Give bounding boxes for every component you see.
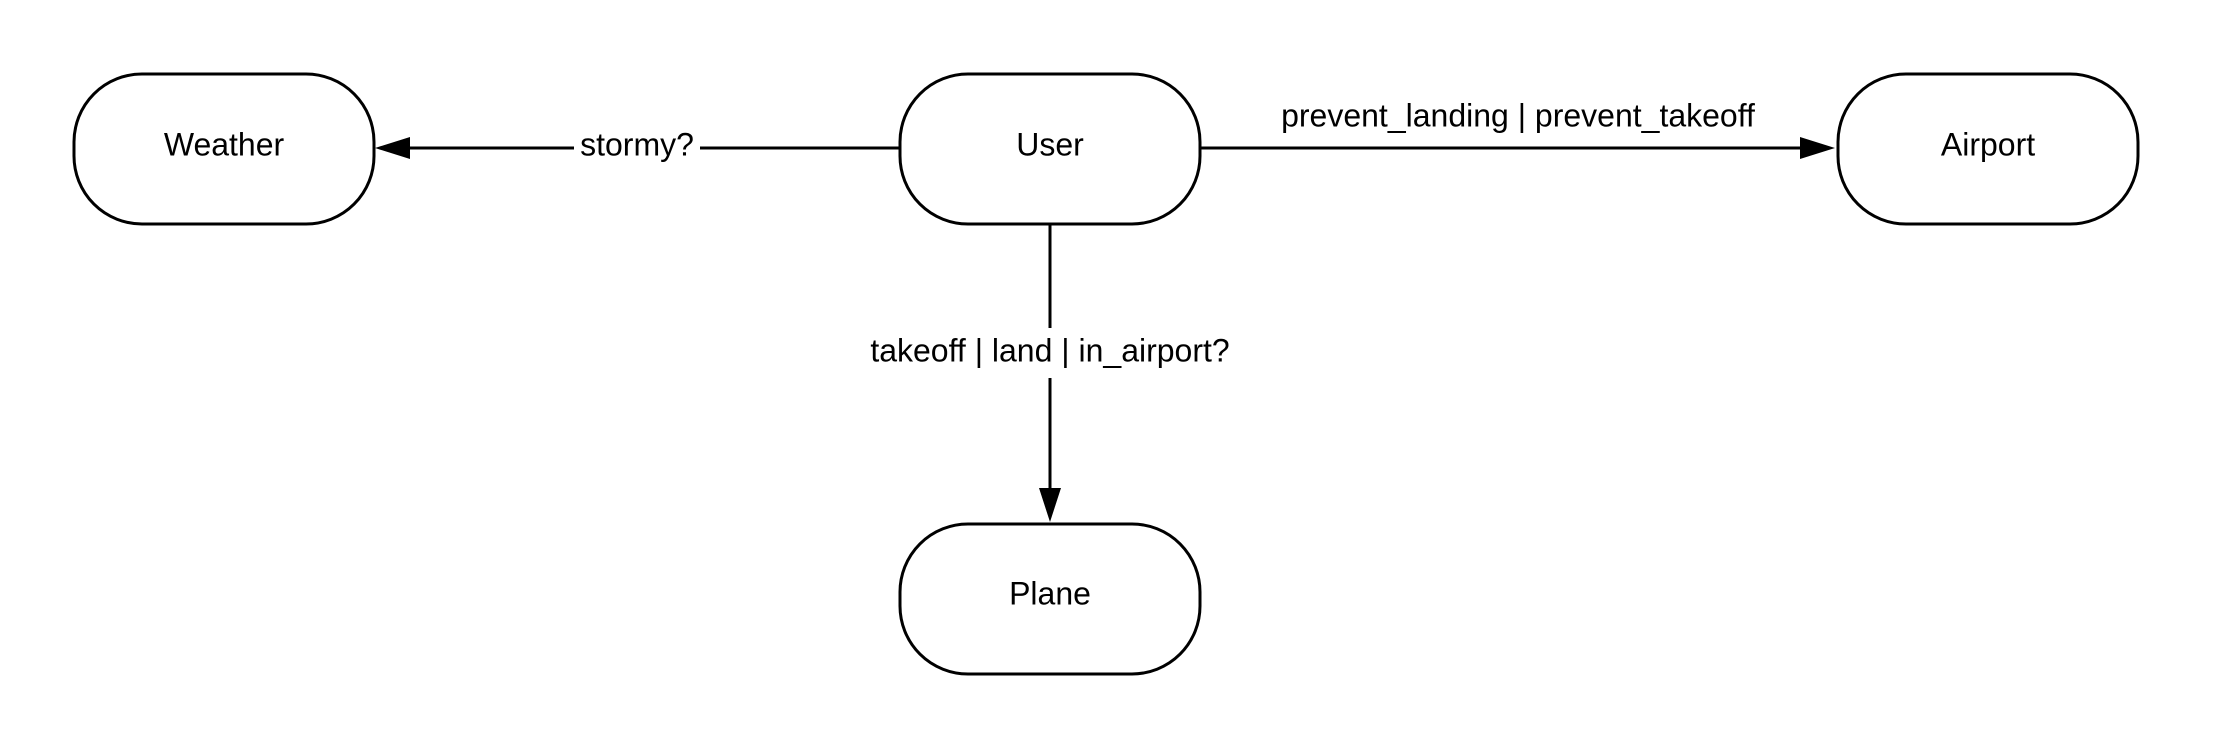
node-weather: Weather — [72, 72, 376, 226]
edge-user-to-weather: stormy? — [375, 124, 900, 170]
node-user-label: User — [1016, 126, 1084, 162]
node-plane-shape — [898, 522, 1202, 676]
edge-label-takeoff: takeoff | land | in_airport? — [870, 332, 1229, 368]
node-plane: Plane — [898, 522, 1202, 676]
node-plane-label: Plane — [1009, 575, 1091, 611]
edge-label-stormy: stormy? — [580, 126, 694, 162]
node-user-shape — [898, 72, 1202, 226]
edge-label-bg-weather — [574, 124, 700, 170]
node-airport-shape — [1836, 72, 2140, 226]
node-weather-label: Weather — [164, 126, 285, 162]
edge-user-to-plane: takeoff | land | in_airport? — [856, 225, 1244, 522]
edge-label-bg-plane — [856, 328, 1244, 378]
arrow-head-plane — [1039, 488, 1061, 522]
node-weather-shape — [72, 72, 376, 226]
arrow-head-weather — [375, 137, 410, 159]
edge-user-to-airport: prevent_landing | prevent_takeoff — [1200, 97, 1835, 159]
edge-label-prevent: prevent_landing | prevent_takeoff — [1281, 97, 1755, 133]
arrow-head-airport — [1800, 137, 1835, 159]
node-airport-label: Airport — [1941, 126, 2035, 162]
node-airport: Airport — [1836, 72, 2140, 226]
node-user: User — [898, 72, 1202, 226]
